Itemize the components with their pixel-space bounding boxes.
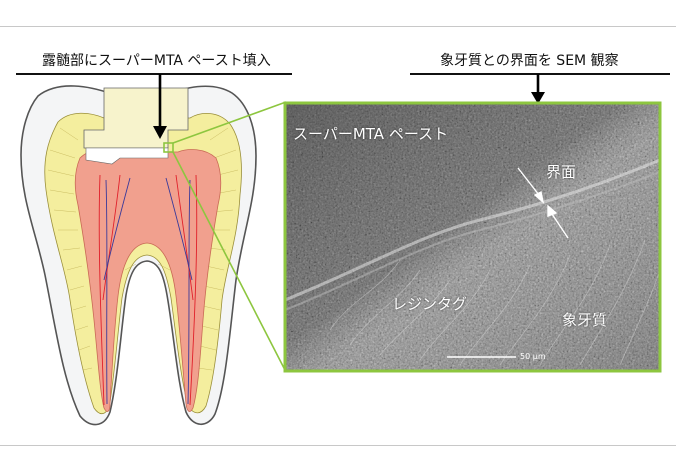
filling-caption-underline: [16, 73, 292, 75]
interface-label: 界面: [546, 163, 577, 181]
sem-pointer-arrowhead: [531, 92, 545, 104]
sem-frame: [283, 101, 662, 373]
zoom-connector-top: [172, 101, 287, 144]
scale-bar-label: 50 μm: [520, 352, 546, 361]
sem-micrograph: [285, 103, 660, 371]
sem-caption: 象牙質との界面を SEM 観察: [440, 53, 619, 69]
interface-arrows: [517, 167, 569, 239]
pulp-nerves: [98, 174, 198, 406]
bottom-divider: [0, 445, 676, 446]
pulp-exposure-area: [85, 147, 169, 165]
filling-caption: 露髄部にスーパーMTA ペースト填入: [42, 53, 271, 69]
sem-caption-underline: [410, 73, 670, 75]
filling-pointer-arrowhead: [153, 126, 167, 139]
resin-tag-label: レジンタグ: [392, 295, 468, 313]
paste-label: スーパーMTA ペースト: [293, 125, 449, 143]
dentin-label: 象牙質: [562, 311, 608, 329]
top-divider: [0, 26, 676, 27]
zoom-source-box: [163, 142, 174, 153]
tooth-pulp: [74, 149, 222, 412]
zoom-connector-bottom: [172, 151, 287, 373]
